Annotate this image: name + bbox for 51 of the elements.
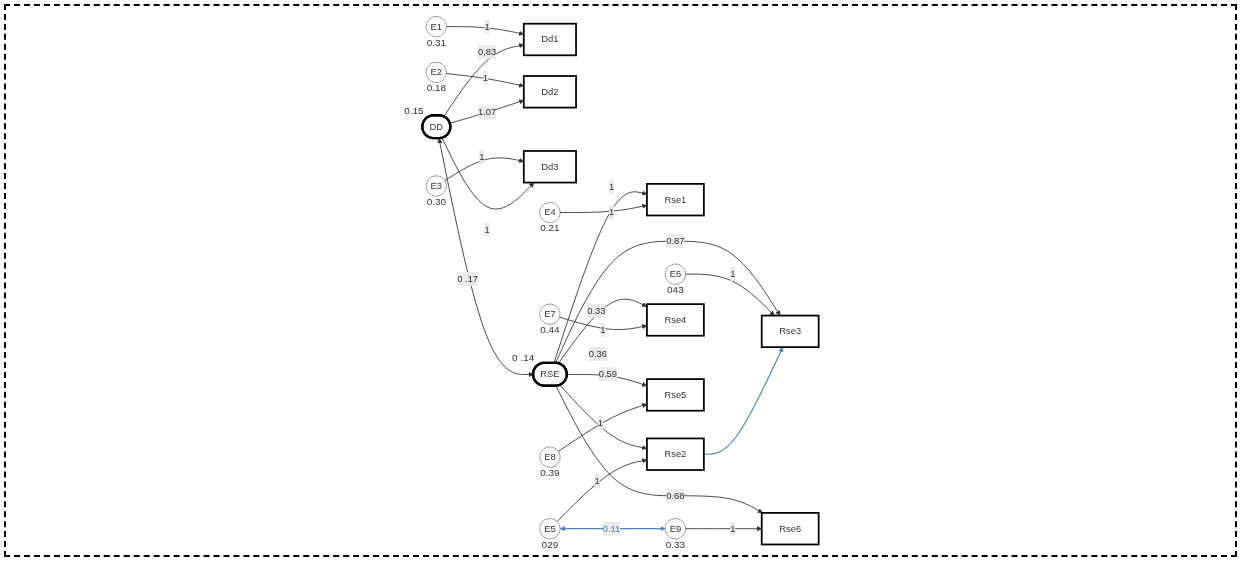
edge-label: 1 — [600, 324, 606, 335]
node-circle: E8 — [539, 446, 561, 468]
variance-label: 0.30 — [426, 195, 446, 207]
edge-label: 1 — [730, 268, 736, 279]
variance-label: 0.39 — [540, 466, 560, 478]
node-box: Rse3 — [760, 314, 820, 349]
edge-label: 0.87 — [666, 235, 685, 246]
variance-label: 0.15 — [404, 104, 424, 116]
edge-label: 1.07 — [477, 107, 497, 118]
edge-label: 0,83 — [477, 47, 497, 58]
node-circle: E6 — [665, 263, 686, 285]
edge-label: 1 — [608, 207, 615, 218]
arrow — [703, 346, 784, 455]
variance-label: 0.31 — [426, 36, 446, 48]
node-box: Rse5 — [646, 378, 705, 412]
node-box: Rse1 — [646, 183, 705, 217]
node-box: Rse6 — [760, 512, 820, 546]
variance-label: 029 — [541, 538, 559, 550]
edge-label: 0.11 — [602, 523, 621, 534]
edge-label: 0.68 — [666, 490, 685, 501]
node-box: Rse2 — [646, 437, 705, 471]
node-circle: E5 — [539, 518, 561, 540]
edge-label: 0.36 — [588, 348, 608, 359]
edge-label: 1 — [608, 181, 615, 192]
edge-label: 0.33 — [587, 305, 606, 316]
variance-label: 043 — [667, 284, 684, 296]
edge-label: 1 — [482, 72, 488, 83]
edge-label: 1 — [484, 21, 490, 32]
edge-label: 1 — [479, 151, 485, 162]
variance-label: 0.33 — [665, 538, 686, 550]
node-circle: E7 — [539, 303, 561, 325]
node-box: Dd3 — [522, 150, 577, 184]
edge-label: 1 — [730, 523, 736, 534]
edge-label: 1 — [597, 417, 603, 428]
variance-label: 0.44 — [540, 324, 560, 336]
node-circle: E4 — [539, 202, 561, 223]
node-circle: E1 — [425, 16, 447, 38]
arrow — [560, 526, 666, 532]
edge-label: 0.59 — [598, 368, 617, 379]
node-box: Rse4 — [646, 303, 705, 337]
node-circle: E2 — [425, 62, 447, 83]
variance-label: 0.21 — [540, 222, 560, 234]
edge-label: 1 — [484, 224, 490, 235]
edge-label: 0 .17 — [457, 273, 479, 284]
node-circle: E9 — [665, 518, 686, 540]
node-circle: E3 — [425, 175, 447, 197]
node-box: Dd1 — [522, 22, 577, 57]
node-box: Dd2 — [522, 75, 577, 109]
edge-label: 1 — [594, 476, 600, 487]
variance-label: 0 .14 — [512, 352, 535, 364]
variance-label: 0.18 — [426, 82, 446, 94]
